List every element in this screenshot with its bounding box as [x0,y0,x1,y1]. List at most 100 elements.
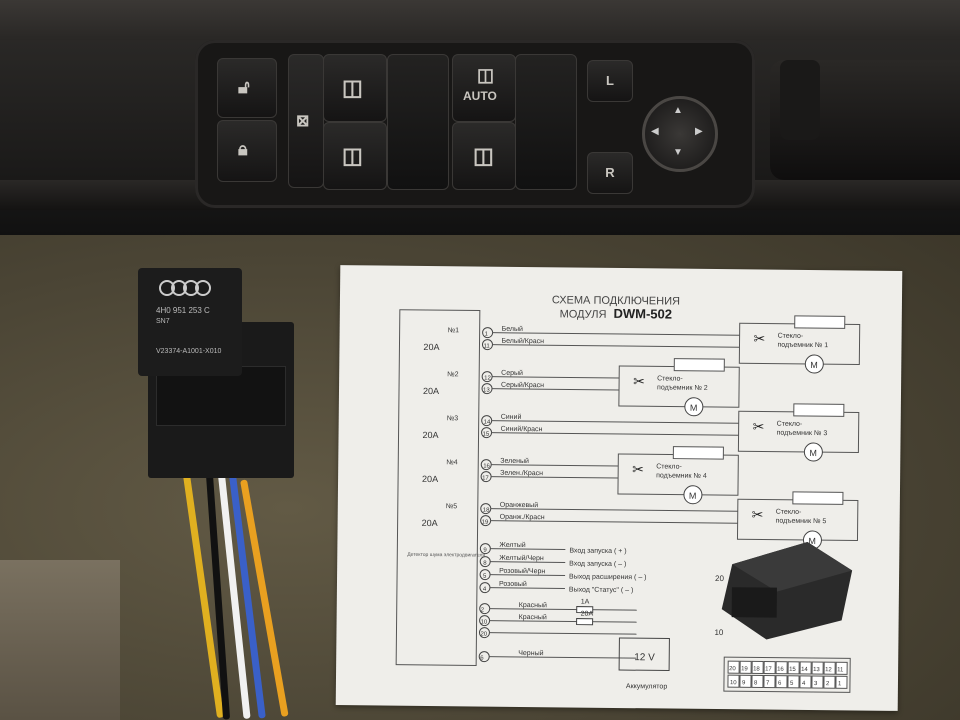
signal-wire: Розовый/Черн [499,567,545,575]
pinout-number: 11 [837,667,844,673]
pin-number: 13 [483,388,490,394]
pin-number: 11 [483,344,490,350]
window-front-right-button[interactable]: ◫ AUTO [452,54,516,122]
channel-fuse: 20A [422,430,438,440]
wire-color-b: Синий/Красн [501,425,543,433]
pin-circle [482,327,494,339]
pin-number: 15 [483,432,490,438]
pin-number: 16 [483,464,490,470]
pinout-cell [823,675,836,689]
wire-line [490,548,566,550]
power-wire: Красный [519,613,547,621]
handle-button [780,60,820,140]
wire-line [491,464,619,467]
fuse-symbol [576,618,594,626]
window-glass-symbol [673,358,725,372]
relay-part-number: 4H0 951 253 C [156,306,210,315]
channel-fuse: 20A [422,518,438,528]
pinout-cell [775,675,788,689]
channel-fuse: 20A [422,474,438,484]
mirror-left-button[interactable]: L [587,60,633,102]
wire-line [491,476,619,479]
motor-symbol [683,485,703,505]
channel-fuse: 20A [423,342,439,352]
pin-number: 17 [482,476,489,482]
detector-label: Детектор шума электродвигателя [407,552,485,559]
scissors-icon: ✂ [753,330,765,346]
motor-letter: M [689,491,697,501]
wire-line [489,656,637,659]
pin-circle [481,371,493,383]
scissors-icon: ✂ [633,373,645,389]
window-extra-button[interactable] [515,54,577,190]
pinout-cell [799,675,812,689]
pinout-number: 13 [813,667,820,673]
pinout-cell [775,661,788,675]
motor-label-line1: Стекло- [776,509,802,516]
motor-label-line1: Стекло- [777,421,803,428]
signal-wire: Желтый/Черн [499,554,544,562]
signal-description: Вход запуска ( + ) [569,547,626,555]
power-fuse: 1A [581,599,590,606]
mirror-adjust-knob[interactable]: ▲ ▼ ◀ ▶ [642,96,718,172]
window-lockout-button[interactable]: ⊠ [288,54,324,188]
channel-number: №2 [447,371,459,378]
mirror-right-button[interactable]: R [587,152,633,194]
pinout-number: 4 [802,681,806,687]
pinout-number: 2 [826,681,830,687]
fuse-symbol [576,606,594,614]
power-wire: Черный [518,649,543,657]
scissors-icon: ✂ [632,461,644,477]
motor-symbol [804,354,824,374]
wire-color-a: Зеленый [500,457,529,465]
pinout-cell [739,674,752,688]
wire-line [491,432,739,436]
battery-label: Аккумулятор [626,683,667,690]
window-glass-symbol [793,403,845,417]
diagram-title-line1: СХЕМА ПОДКЛЮЧЕНИЯ [552,294,680,307]
arrow-left-icon: ◀ [651,126,659,137]
power-wire: Красный [519,601,547,609]
pinout-number: 17 [765,667,772,673]
pinout-number: 14 [801,667,808,673]
wire-color-b: Серый/Красн [501,381,544,389]
motor-symbol [684,397,704,417]
motor-label-line1: Стекло- [657,375,683,382]
unlock-button[interactable]: 🔓︎ [217,58,277,118]
pinout-cell [751,674,764,689]
window-front-left-button[interactable]: ◫ [323,54,387,122]
wire-line [489,632,637,635]
pin-number: 8 [483,561,487,567]
pinout-cell [835,675,848,689]
wiring-diagram: СХЕМА ПОДКЛЮЧЕНИЯ МОДУЛЯ DWM-502 №120A11… [395,294,861,693]
battery-voltage: 12 V [634,652,655,663]
power-fuse: 20A [581,611,594,618]
relay-code: SN7 [156,318,170,325]
window-rear-right-button[interactable] [387,54,449,190]
motor-label-line2: подъемник № 2 [657,384,708,392]
motor-letter: M [690,403,698,413]
wire-color-a: Синий [501,413,522,421]
window-switch-panel: 🔓︎ 🔒︎ ⊠ ◫ ◫ ◫ AUTO ◫ L R [195,40,755,208]
wire-color-a: Оранжевый [500,501,539,509]
pinout-cell [811,675,824,689]
window-rear-left-button[interactable]: ◫ [323,122,387,190]
pinout-number: 15 [789,667,796,673]
wire-line [492,344,740,348]
auto-label: AUTO [463,89,497,103]
pinout-number: 8 [754,680,758,686]
motor-label-line2: подъемник № 4 [656,472,707,480]
channel-number: №5 [446,503,458,510]
lock-button[interactable]: 🔒︎ [217,120,277,182]
pinout-number: 20 [729,666,736,672]
relay-serial: V23374-A1001-X010 [156,348,222,355]
motor-letter: M [809,448,817,458]
pin-number: 4 [483,587,487,593]
window-passenger-rear-button[interactable]: ◫ [452,122,516,190]
pinout-number: 16 [777,667,784,673]
pinout-cell [751,660,764,675]
